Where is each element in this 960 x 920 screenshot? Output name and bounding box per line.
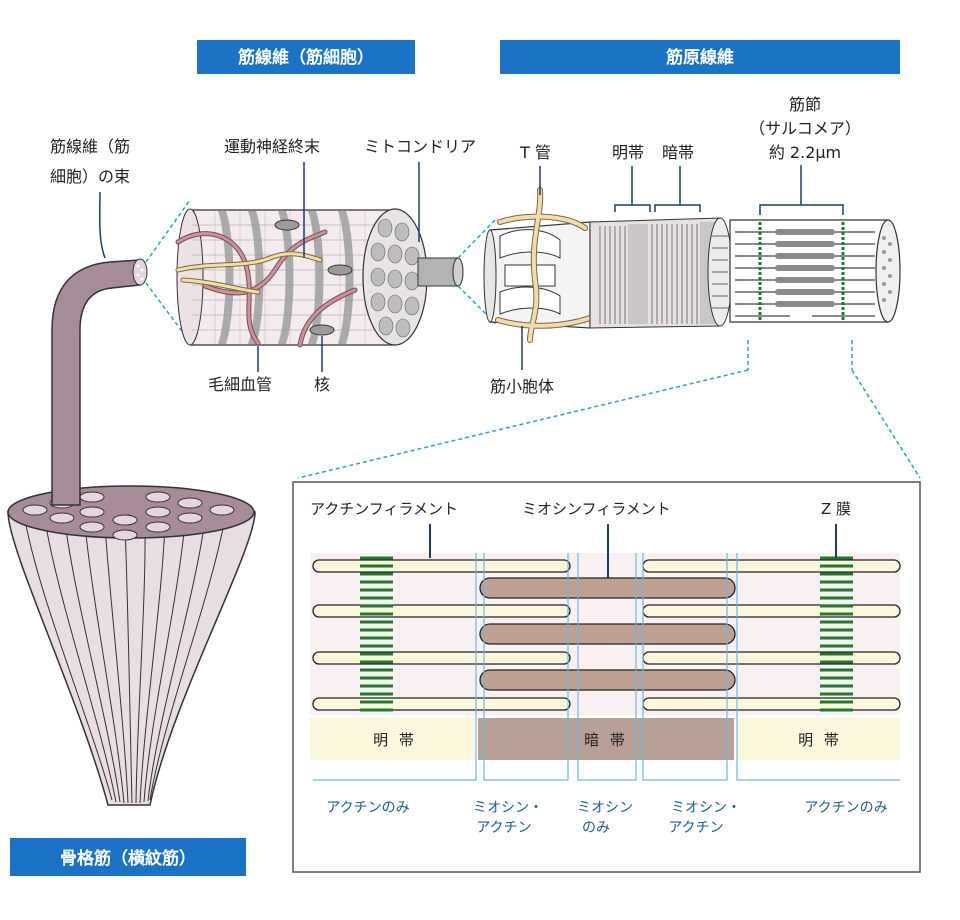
capillary-label: 毛細血管	[208, 375, 272, 394]
myosin-filament-label: ミオシンフィラメント	[522, 500, 671, 518]
fiber-header: 筋線維（筋細胞）	[237, 47, 374, 68]
light-band-label-right: 明 帯	[798, 731, 842, 749]
myosin-actin-label-left-1: ミオシン・	[473, 800, 543, 816]
bundle-label-line1: 筋線維（筋	[50, 137, 130, 156]
myosin-actin-label-left-2: アクチン	[476, 820, 531, 836]
z-membrane-left	[360, 556, 393, 712]
actin-filament	[642, 559, 901, 573]
myofibril-illustration	[483, 187, 733, 343]
actin-filament-label: アクチンフィラメント	[310, 500, 458, 518]
dark-band-label: 暗帯	[662, 143, 694, 162]
dark-band-block	[478, 718, 734, 760]
sarcomere-detail-box: アクチンフィラメント ミオシンフィラメント Z 膜 明 帯 暗 帯 明 帯 アク…	[292, 481, 921, 873]
sarcomere-label-line1: 筋節	[789, 95, 821, 114]
light-band-block-right	[737, 718, 900, 760]
z-membrane-right	[820, 556, 853, 712]
actin-only-label-left: アクチンのみ	[326, 800, 409, 816]
bundle-label-line2: 細胞）の束	[50, 167, 130, 186]
t-tubule-label: T 管	[519, 143, 551, 162]
light-band-label: 明帯	[612, 143, 644, 162]
light-band-block-left	[310, 718, 475, 760]
skeletal-muscle-illustration	[7, 258, 256, 806]
skeletal-header-box	[10, 838, 246, 876]
sarcomere-cylinder	[729, 219, 901, 323]
sarcomere-label-line3: 約 2.2μm	[769, 143, 841, 162]
myosin-actin-label-right-2: アクチン	[668, 820, 723, 836]
mitochondria-label: ミトコンドリア	[364, 137, 476, 156]
myofibril-header: 筋原線維	[665, 47, 734, 68]
myosin-only-label-1: ミオシン	[577, 800, 633, 816]
actin-filament	[312, 559, 571, 573]
actin-filament	[312, 651, 571, 665]
dark-band-label: 暗 帯	[584, 731, 628, 749]
actin-filament	[642, 604, 901, 618]
fiber-header-box	[197, 40, 415, 74]
myosin-filament	[479, 577, 736, 599]
actin-filament	[312, 697, 571, 711]
actin-only-label-right: アクチンのみ	[804, 800, 887, 816]
actin-filament	[642, 697, 901, 711]
myosin-actin-label-right-1: ミオシン・	[671, 800, 741, 816]
skeletal-header: 骨格筋（横紋筋）	[60, 848, 196, 869]
actin-filament	[312, 604, 571, 618]
sarcoplasmic-label: 筋小胞体	[490, 377, 554, 396]
myofibril-header-box	[500, 40, 900, 74]
nucleus-label: 核	[314, 375, 330, 394]
light-band-label-left: 明 帯	[373, 731, 417, 749]
muscle-fiber-illustration	[175, 208, 464, 348]
myosin-filament	[479, 623, 736, 645]
actin-filament	[642, 651, 901, 665]
myosin-only-label-2: のみ	[582, 820, 610, 836]
z-membrane-label: Z 膜	[821, 500, 851, 518]
myosin-filament	[479, 669, 736, 691]
sarcomere-label-line2: （サルコメア）	[749, 119, 861, 138]
motor-nerve-label: 運動神経終末	[224, 137, 320, 156]
